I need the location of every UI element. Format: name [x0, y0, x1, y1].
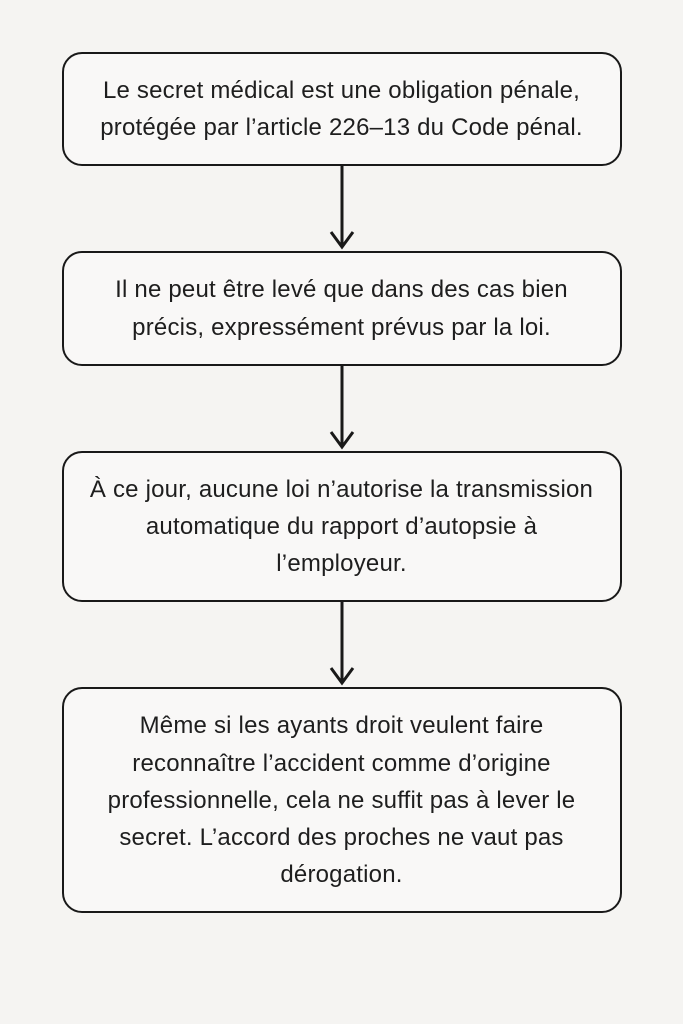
- flow-box-step-3: À ce jour, aucune loi n’autorise la tran…: [61, 450, 622, 603]
- flowchart: Le secret médical est une obligation pén…: [0, 52, 683, 914]
- arrow-down-icon: [329, 365, 354, 450]
- flow-box-step-2: Il ne peut être levé que dans des cas bi…: [61, 251, 622, 366]
- arrow-down-icon: [329, 166, 354, 250]
- arrow-down-icon: [329, 602, 354, 686]
- flow-box-step-4: Même si les ayants droit veulent faire r…: [61, 687, 622, 914]
- flow-box-step-1: Le secret médical est une obligation pén…: [61, 52, 622, 167]
